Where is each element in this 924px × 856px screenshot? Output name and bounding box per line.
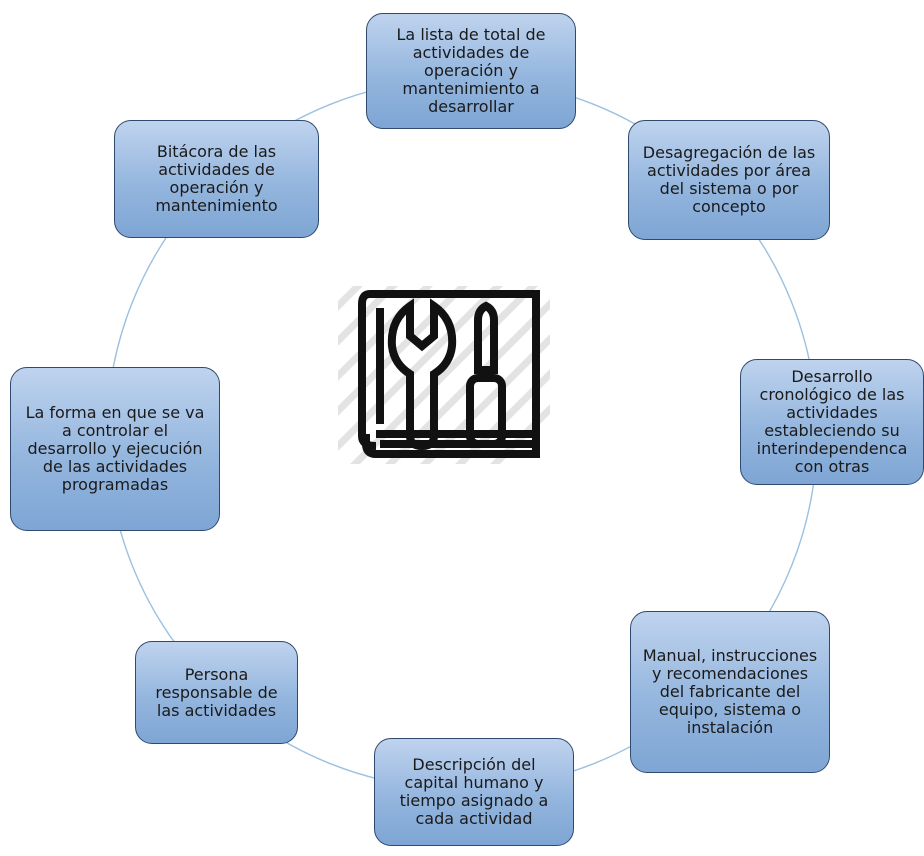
- node-forma-controlar: La forma en que se va a controlar el des…: [10, 367, 220, 531]
- node-persona-responsable-text: Persona responsable de las actividades: [155, 664, 278, 720]
- node-desarrollo-cronologico: Desarrollo cronológico de las actividade…: [740, 359, 924, 485]
- node-desagregacion-text: Desagregación de las actividades por áre…: [642, 143, 816, 216]
- node-lista-total: La lista de total de actividades de oper…: [366, 13, 576, 129]
- node-bitacora: Bitácora de las actividades de operación…: [114, 120, 319, 238]
- node-lista-total-text: La lista de total de actividades de oper…: [396, 25, 546, 116]
- node-descripcion-capital-text: Descripción del capital humano y tiempo …: [399, 755, 549, 828]
- node-manual-text: Manual, instrucciones y recomendaciones …: [642, 646, 818, 737]
- node-forma-controlar-text: La forma en que se va a controlar el des…: [25, 403, 205, 494]
- node-persona-responsable: Persona responsable de las actividades: [135, 641, 298, 744]
- maintenance-manual-icon: [338, 286, 550, 464]
- node-descripcion-capital: Descripción del capital humano y tiempo …: [374, 738, 574, 846]
- node-desarrollo-cronologico-text: Desarrollo cronológico de las actividade…: [756, 367, 908, 476]
- node-desagregacion: Desagregación de las actividades por áre…: [628, 120, 830, 240]
- node-manual: Manual, instrucciones y recomendaciones …: [630, 611, 830, 773]
- node-bitacora-text: Bitácora de las actividades de operación…: [155, 142, 278, 215]
